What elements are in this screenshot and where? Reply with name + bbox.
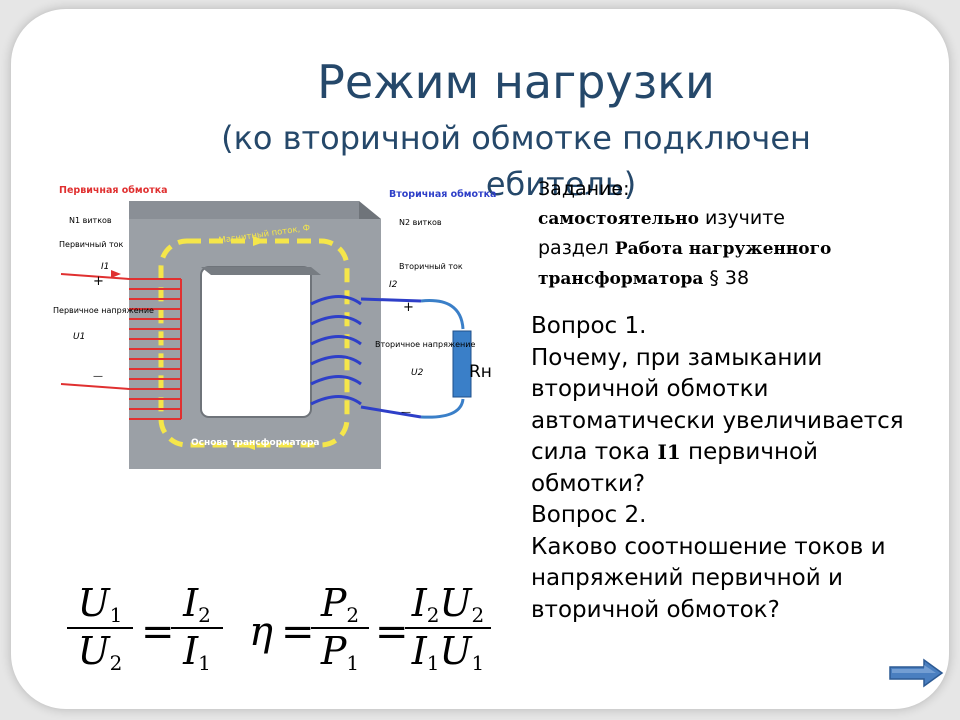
secondary-minus-sign: — (401, 407, 411, 418)
secondary-voltage-label: Вторичное напряжение (375, 340, 475, 349)
question-1-body: Почему, при замыкании вторичной обмотки … (531, 344, 904, 466)
f2-den-mid-sub: 1 (346, 651, 360, 675)
f2-den-right-b: U (439, 629, 472, 673)
primary-current-symbol: I1 (101, 262, 109, 272)
f1-num-right-sub: 2 (198, 603, 211, 627)
f1-den-left: U (77, 629, 110, 673)
f2-num-mid: P (320, 581, 347, 625)
primary-minus-sign: — (93, 371, 103, 382)
subtitle-line-1: (ко вторичной обмотке подключен (221, 119, 811, 157)
task-text-2: изучите (698, 207, 785, 229)
secondary-current-symbol: I2 (389, 280, 398, 290)
question-2-text: Каково соотношение токов и напряжений пе… (531, 533, 886, 623)
task-text-5: § 38 (703, 267, 750, 289)
question-2-title: Вопрос 2. (531, 502, 647, 528)
slide: Режим нагрузки (ко вторичной обмотке под… (10, 8, 950, 710)
formula-2-middle-fraction: P2 P1 (311, 581, 369, 675)
f1-den-left-sub: 2 (109, 651, 123, 675)
slide-subtitle: (ко вторичной обмотке подключен ебитель) (11, 115, 949, 207)
question-1-tail: первичной обмотки? (531, 439, 818, 497)
task-label: Задание: (538, 178, 630, 200)
primary-current-arrow-icon (111, 270, 121, 278)
formula-1-right-fraction: I2 I1 (171, 581, 223, 675)
core-label: Основа трансформатора (191, 438, 319, 448)
load-resistor-label: Rн (469, 362, 492, 382)
f2-eta-symbol: η (249, 609, 273, 655)
slide-title: Режим нагрузки (317, 55, 715, 109)
f1-num-left-sub: 1 (109, 603, 123, 627)
f1-den-right: I (183, 629, 199, 673)
flux-arrow-icon (241, 440, 255, 450)
f2-equals-sign-2: = (375, 609, 409, 655)
f2-den-right-a-sub: 1 (426, 651, 440, 675)
secondary-winding-label: Вторичная обмотка (389, 189, 496, 200)
secondary-plus-sign: + (403, 300, 414, 315)
next-slide-button[interactable] (888, 658, 944, 688)
f1-num-right: I (183, 581, 199, 625)
primary-voltage-symbol: U1 (73, 332, 85, 342)
f2-num-right-a-sub: 2 (426, 603, 440, 627)
primary-plus-sign: + (93, 274, 104, 289)
flux-arrow-icon (253, 236, 267, 246)
primary-winding (60, 273, 182, 420)
f2-num-right-a: I (411, 581, 427, 625)
f1-equals-sign: = (141, 609, 175, 655)
formula-1-left-fraction: U1 U2 (67, 581, 133, 675)
f1-num-left: U (77, 581, 110, 625)
subtitle-line-2: ебитель) (485, 165, 637, 203)
secondary-winding (310, 295, 422, 419)
secondary-current-label: Вторичный ток (399, 262, 463, 271)
load-resistor-icon (452, 330, 472, 398)
f2-den-right-b-sub: 1 (471, 651, 485, 675)
question-1-variable: I1 (657, 440, 681, 464)
question-1-text: Почему, при замыкании вторичной обмотки … (531, 343, 931, 501)
primary-winding-label: Первичная обмотка (59, 185, 168, 196)
f2-num-right-b-sub: 2 (471, 603, 485, 627)
task-text-bold-4: Работа нагруженного трансформатора (538, 239, 832, 289)
primary-turns-label: N1 витков (69, 216, 112, 225)
primary-current-label: Первичный ток (59, 240, 124, 249)
task-text-bold-1: самостоятельно (538, 209, 699, 229)
transformer-diagram: Первичная обмотка N1 витков Первичный то… (53, 185, 496, 469)
formula-2-right-fraction: I2U2 I1U1 (405, 581, 491, 675)
secondary-turns-label: N2 витков (399, 218, 442, 227)
task-block: Задание: самостоятельно изучите раздел Р… (538, 175, 878, 294)
load-circuit (420, 299, 465, 419)
secondary-voltage-symbol: U2 (411, 368, 424, 378)
f2-den-right-a: I (411, 629, 427, 673)
task-text-3: раздел (538, 237, 615, 259)
question-1-title: Вопрос 1. (531, 313, 647, 339)
f2-num-mid-sub: 2 (346, 603, 360, 627)
f2-den-mid: P (320, 629, 347, 673)
arrow-right-icon (889, 658, 944, 688)
f2-equals-sign-1: = (281, 609, 315, 655)
f2-num-right-b: U (439, 581, 472, 625)
questions-block: Вопрос 1. Почему, при замыкании вторично… (531, 311, 931, 626)
primary-voltage-label: Первичное напряжение (53, 306, 154, 315)
f1-den-right-sub: 1 (198, 651, 211, 675)
